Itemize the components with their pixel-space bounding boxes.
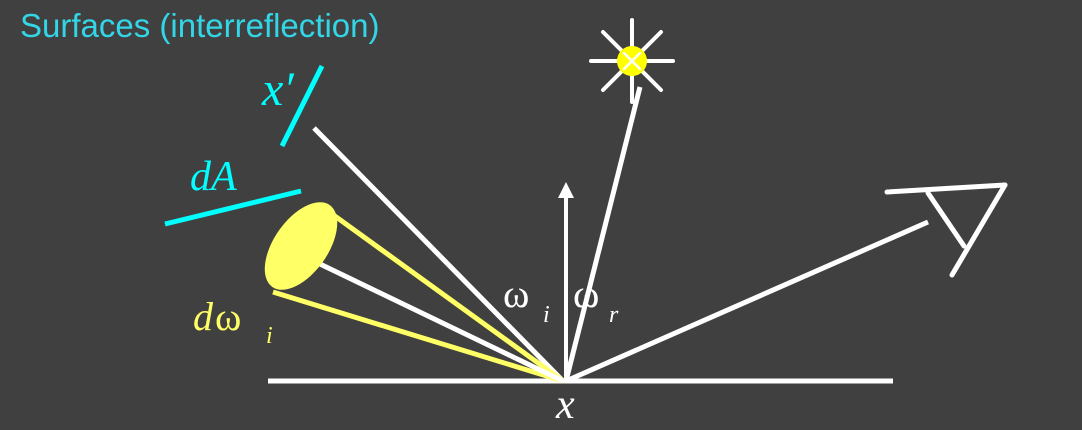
label-omega-r: ω r — [573, 271, 619, 328]
label-x-prime: x′ — [261, 63, 295, 116]
label-omega-i: ω i — [503, 271, 550, 328]
label-dA: dA — [190, 154, 237, 200]
eye-icon — [884, 182, 1008, 278]
normal-arrow-icon — [558, 182, 574, 381]
sun-icon — [589, 18, 675, 104]
solid-angle-patch — [264, 202, 338, 290]
ray-to-viewer — [564, 219, 930, 384]
solid-angle-cone — [264, 202, 565, 384]
dA-surface — [164, 188, 302, 227]
ray-to-light — [563, 86, 643, 382]
label-omega: ω — [215, 294, 241, 339]
slide-title: Surfaces (interreflection) — [20, 7, 379, 44]
label-sub-i: i — [266, 323, 273, 349]
label-d: d — [193, 294, 214, 339]
label-omega-i-sub: i — [543, 302, 550, 328]
label-omega-i-symbol: ω — [503, 271, 529, 316]
label-x: x — [555, 382, 575, 428]
ray-to-xprime — [312, 126, 565, 383]
label-omega-r-sub: r — [609, 302, 619, 328]
xprime-surface — [279, 64, 325, 148]
label-d-omega-i: d ω i — [193, 294, 273, 349]
label-omega-r-symbol: ω — [573, 271, 599, 316]
